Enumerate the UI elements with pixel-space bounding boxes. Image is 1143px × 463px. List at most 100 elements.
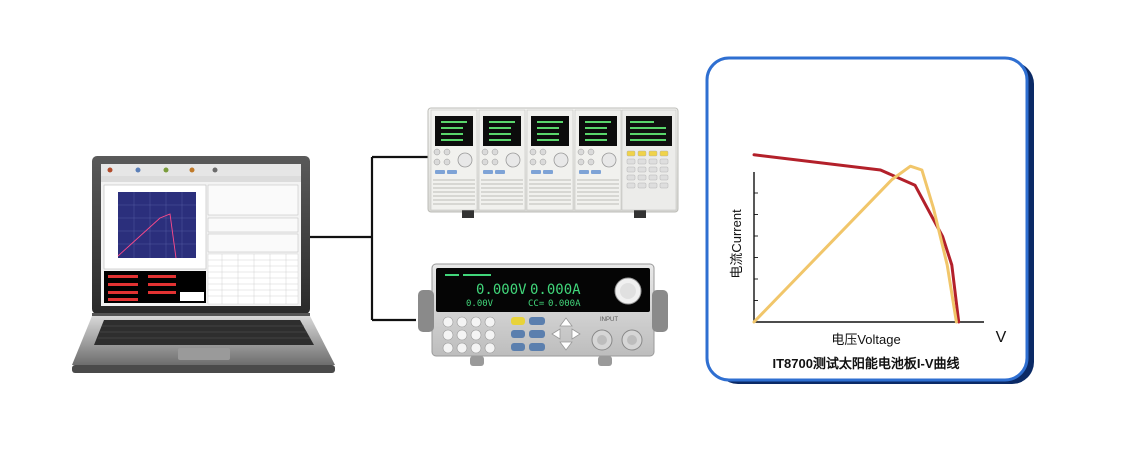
module-knob-icon[interactable]: [553, 152, 569, 168]
module-button[interactable]: [543, 170, 553, 174]
control-key[interactable]: [648, 158, 658, 165]
chart-caption: IT8700测试太阳能电池板I-V曲线: [772, 356, 959, 371]
control-key[interactable]: [626, 182, 636, 189]
load-display-current: 0.000A: [530, 282, 581, 298]
module-button[interactable]: [491, 158, 499, 166]
control-key[interactable]: [648, 150, 658, 157]
laptop-touchpad: [178, 348, 230, 360]
load-module: [430, 109, 478, 211]
load-numeric-key[interactable]: [484, 342, 496, 354]
load-keypad: [442, 316, 496, 354]
control-key[interactable]: [659, 166, 669, 173]
control-key[interactable]: [637, 150, 647, 157]
control-key[interactable]: [648, 174, 658, 181]
module-display: [531, 116, 569, 146]
module-knob-icon[interactable]: [601, 152, 617, 168]
control-key[interactable]: [626, 150, 636, 157]
module-display: [579, 116, 617, 146]
module-button[interactable]: [433, 148, 441, 156]
control-key[interactable]: [659, 158, 669, 165]
panel-frame: [705, 56, 1029, 382]
control-key[interactable]: [626, 166, 636, 173]
module-button[interactable]: [435, 170, 445, 174]
control-key[interactable]: [648, 166, 658, 173]
function-key-3[interactable]: [529, 330, 545, 338]
control-key[interactable]: [626, 174, 636, 181]
chart-x-axis-symbol: V: [996, 329, 1007, 346]
control-keypad: [626, 150, 669, 189]
module-knob-icon[interactable]: [505, 152, 521, 168]
control-key[interactable]: [659, 150, 669, 157]
module-button[interactable]: [483, 170, 493, 174]
module-button[interactable]: [495, 170, 505, 174]
load-display-voltage: 0.000V: [476, 282, 527, 298]
function-key-yellow[interactable]: [511, 317, 525, 325]
module-button[interactable]: [447, 170, 457, 174]
load-numeric-key[interactable]: [470, 342, 482, 354]
control-key[interactable]: [626, 158, 636, 165]
function-key-1[interactable]: [529, 317, 545, 325]
load-display-mode: CC=: [528, 299, 545, 309]
toolbar-icons: [107, 167, 218, 173]
software-toolbar: [101, 164, 301, 176]
arrow-left-icon[interactable]: [551, 328, 561, 340]
module-button[interactable]: [443, 148, 451, 156]
load-module: [526, 109, 574, 211]
load-numeric-key[interactable]: [442, 316, 454, 328]
software-plot: [118, 192, 196, 258]
load-module: [478, 109, 526, 211]
load-numeric-key[interactable]: [442, 329, 454, 341]
module-button[interactable]: [433, 158, 441, 166]
module-button[interactable]: [577, 148, 585, 156]
module-button[interactable]: [531, 170, 541, 174]
load-numeric-key[interactable]: [484, 316, 496, 328]
arrow-right-icon[interactable]: [571, 328, 581, 340]
arrow-keys: [551, 317, 581, 351]
laptop: [72, 156, 335, 373]
module-button[interactable]: [481, 148, 489, 156]
control-key[interactable]: [659, 174, 669, 181]
module-display: [435, 116, 473, 146]
function-key-4[interactable]: [511, 343, 525, 351]
control-key[interactable]: [637, 174, 647, 181]
function-key-2[interactable]: [511, 330, 525, 338]
load-numeric-key[interactable]: [442, 342, 454, 354]
module-display: [483, 116, 521, 146]
control-key[interactable]: [637, 158, 647, 165]
load-input-label: INPUT: [600, 317, 618, 323]
module-button[interactable]: [539, 148, 547, 156]
laptop-keyboard: [94, 320, 314, 345]
module-button[interactable]: [591, 170, 601, 174]
control-key[interactable]: [637, 182, 647, 189]
module-button[interactable]: [481, 158, 489, 166]
arrow-down-icon[interactable]: [559, 341, 573, 351]
module-button[interactable]: [539, 158, 547, 166]
load-numeric-key[interactable]: [470, 329, 482, 341]
load-numeric-key[interactable]: [470, 316, 482, 328]
module-knob-icon[interactable]: [457, 152, 473, 168]
module-button[interactable]: [587, 148, 595, 156]
control-key[interactable]: [659, 182, 669, 189]
module-button[interactable]: [529, 148, 537, 156]
module-button[interactable]: [443, 158, 451, 166]
chart-ylabel: 电流Current: [729, 209, 744, 279]
module-button[interactable]: [529, 158, 537, 166]
electronic-load: 0.000V 0.000A 0.00V CC= 0.000A INPUT: [418, 263, 668, 366]
load-function-keys: [511, 317, 545, 351]
module-button[interactable]: [587, 158, 595, 166]
chart-xlabel: 电压Voltage: [831, 332, 900, 347]
module-button[interactable]: [577, 158, 585, 166]
load-numeric-key[interactable]: [484, 329, 496, 341]
module-button[interactable]: [491, 148, 499, 156]
function-key-5[interactable]: [529, 343, 545, 351]
load-numeric-key[interactable]: [456, 329, 468, 341]
iv-series-1: [752, 153, 961, 324]
mainframe-chassis: [427, 107, 679, 218]
load-numeric-key[interactable]: [456, 342, 468, 354]
module-button[interactable]: [579, 170, 589, 174]
load-numeric-key[interactable]: [456, 316, 468, 328]
control-key[interactable]: [637, 166, 647, 173]
arrow-up-icon[interactable]: [559, 317, 573, 327]
control-key[interactable]: [648, 182, 658, 189]
iv-chart: [752, 153, 984, 324]
